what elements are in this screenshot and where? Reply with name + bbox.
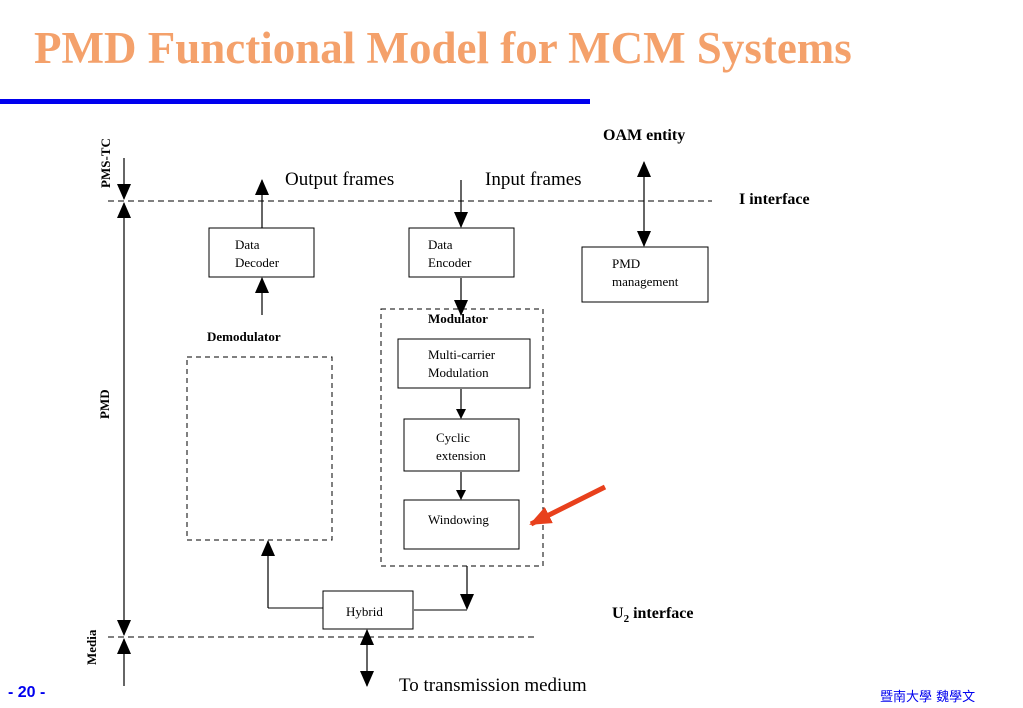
page-title: PMD Functional Model for MCM Systems xyxy=(34,23,852,73)
u2-interface-label: U2 interface xyxy=(612,605,694,626)
i-interface-label: I interface xyxy=(739,191,810,208)
multicarrier-box xyxy=(397,338,531,389)
media-label: Media xyxy=(84,629,99,665)
demodulator-label: Demodulator xyxy=(207,329,281,344)
output-frames-label: Output frames xyxy=(285,169,395,190)
demodulator-region xyxy=(186,356,333,541)
windowing-box xyxy=(403,499,520,550)
author-credit: 暨南大學 魏學文 xyxy=(880,690,976,705)
page-number: - 20 - xyxy=(8,684,46,701)
data-encoder-box xyxy=(408,227,515,278)
pms-tc-label: PMS-TC xyxy=(98,138,113,188)
to-medium-label: To transmission medium xyxy=(399,675,587,696)
modulator-label: Modulator xyxy=(428,311,488,326)
windowing-label: Windowing xyxy=(428,512,489,527)
input-frames-label: Input frames xyxy=(485,169,582,190)
modulator-region xyxy=(380,308,544,567)
cyclic-extension-box xyxy=(403,418,520,472)
pmd-label: PMD xyxy=(97,389,112,419)
hybrid-label: Hybrid xyxy=(346,604,383,619)
pointer-arrow xyxy=(529,484,607,527)
oam-entity-label: OAM entity xyxy=(603,127,686,144)
pmd-management-box xyxy=(581,246,709,303)
title-underline xyxy=(0,99,590,104)
